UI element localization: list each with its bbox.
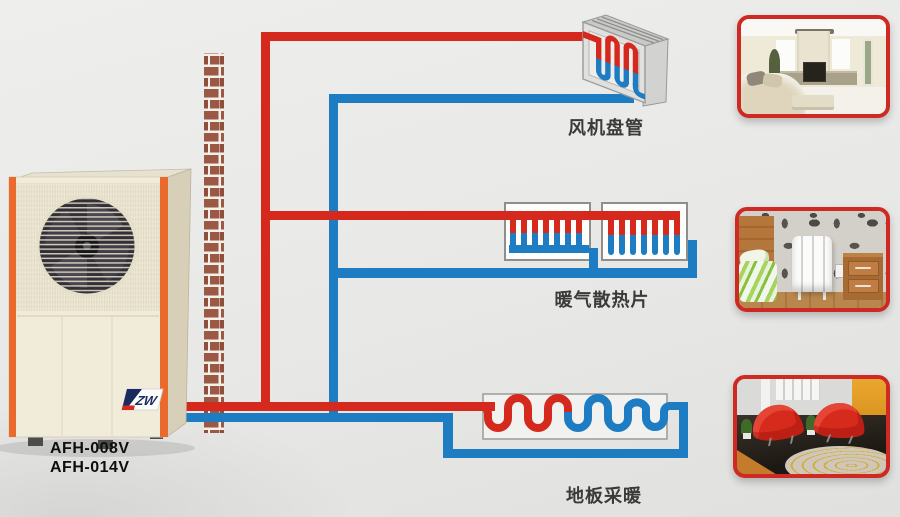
fan-coil-label: 风机盘管: [568, 118, 644, 138]
fan-coil-unit: [581, 14, 670, 107]
radiator1-fins: [510, 219, 582, 248]
photo2-drawer: [847, 278, 879, 294]
radiator2-fins: [608, 219, 680, 255]
supply-top-run: [261, 32, 586, 41]
unit-trim-left: [9, 177, 16, 437]
return-pipes: [165, 94, 697, 458]
supply-bottom-run: [165, 402, 495, 411]
fan-coil-vent-lines: [591, 16, 664, 44]
photo3-radiator: [775, 379, 821, 400]
return-top-run: [329, 94, 634, 103]
lounge-photo: [733, 375, 890, 478]
fan-guard: [39, 198, 135, 294]
photo3-plant: [805, 415, 816, 436]
supply-pipes: [165, 32, 680, 411]
unit-shadow: [0, 439, 195, 457]
living-room-photo: [737, 15, 890, 118]
radiator1-collector: [509, 245, 589, 253]
supply-radiator-run: [261, 211, 680, 220]
brick-column: [204, 53, 224, 433]
photo3-heating-rug: [784, 445, 886, 474]
supply-riser: [261, 32, 270, 411]
photo2-radiator: [791, 236, 832, 293]
model-numbers: AFH-008V AFH-014V: [50, 439, 130, 477]
return-floor-run: [443, 449, 688, 458]
radiator-label: 暖气散热片: [554, 290, 650, 310]
logo-text: ZW: [133, 393, 159, 408]
unit-trim-right: [160, 177, 168, 437]
fan-coil-tubes: [596, 35, 645, 100]
photo1-window-left: [775, 39, 795, 72]
photo2-drawer: [847, 261, 879, 276]
logo-stripe: [121, 405, 135, 410]
photo1-ceiling: [741, 19, 886, 37]
photo2-radiator-leg: [822, 292, 826, 301]
fan-coil-inlet: [583, 31, 597, 43]
return-riser: [329, 94, 338, 422]
unit-panel-seams: [17, 315, 159, 436]
heat-pump-unit: ZW: [0, 168, 195, 457]
photo3-column: [760, 379, 770, 419]
fan-coil-side-face: [642, 38, 669, 107]
photo2-radiator-leg: [797, 292, 801, 301]
bedroom-photo: [735, 207, 890, 312]
photo2-blanket: [739, 261, 778, 303]
fan: [36, 195, 138, 297]
coil-supply-section: [455, 394, 572, 432]
photo1-coffee-table: [791, 95, 834, 108]
return-radiator-right-rise: [688, 240, 697, 278]
coil-return-section: [564, 394, 688, 432]
return-radiator-run: [329, 268, 697, 278]
model-line-1: AFH-008V: [50, 440, 130, 457]
floor-heating-coil: [455, 394, 688, 432]
logo-swoosh: [121, 389, 142, 410]
photo1-window-right: [832, 38, 850, 70]
model-line-2: AFH-014V: [50, 459, 130, 476]
floor-heating-label: 地板采暖: [566, 486, 642, 506]
photo3-plant: [741, 418, 752, 439]
return-corner-drop: [443, 413, 453, 458]
unit-side-face: [167, 168, 192, 437]
return-floor-rise: [679, 403, 688, 458]
photo1-plant: [768, 49, 781, 78]
radiator1-drop: [589, 248, 598, 273]
return-bottom-run: [165, 413, 453, 422]
photo1-fireplace: [803, 61, 826, 82]
photo1-door-plant: [862, 38, 873, 87]
brand-logo: ZW: [121, 388, 164, 411]
